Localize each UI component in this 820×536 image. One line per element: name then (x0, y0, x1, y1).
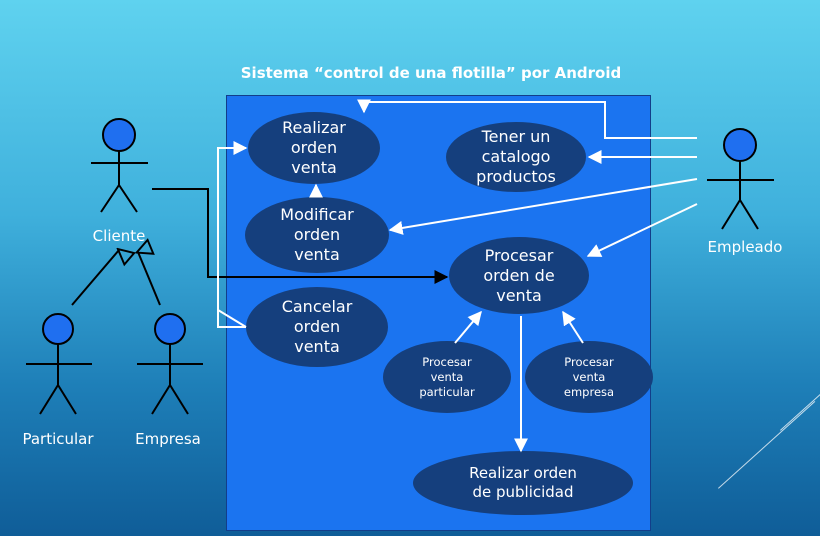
use-case-procesar-venta-particular[interactable]: Procesar venta particular (383, 341, 511, 413)
use-case-tener-catalogo[interactable]: Tener un catalogo productos (446, 122, 586, 192)
actor-label-cliente: Cliente (92, 227, 146, 245)
actor-head-icon (102, 118, 136, 152)
use-case-modificar-orden-venta[interactable]: Modificar orden venta (245, 197, 389, 273)
decorative-line (718, 401, 816, 489)
actor-head-icon (723, 128, 757, 162)
actor-head-icon (42, 313, 74, 345)
generalization-particular-cliente (71, 250, 119, 306)
actor-empresa-figure[interactable] (137, 313, 203, 415)
actor-cliente-figure[interactable] (91, 118, 148, 213)
use-case-realizar-orden-venta[interactable]: Realizar orden venta (248, 112, 380, 184)
generalization-empresa-cliente (138, 252, 161, 306)
actor-label-particular: Particular (22, 430, 94, 448)
actor-particular-figure[interactable] (26, 313, 92, 415)
actor-empleado-figure[interactable] (707, 128, 774, 230)
actor-label-empresa: Empresa (135, 430, 201, 448)
use-case-cancelar-orden-venta[interactable]: Cancelar orden venta (246, 287, 388, 367)
decorative-line (780, 376, 820, 431)
use-case-procesar-venta-empresa[interactable]: Procesar venta empresa (525, 341, 653, 413)
use-case-realizar-orden-publicidad[interactable]: Realizar orden de publicidad (413, 451, 633, 515)
actor-label-empleado: Empleado (707, 238, 783, 256)
actor-head-icon (154, 313, 186, 345)
system-title: Sistema “control de una flotilla” por An… (240, 64, 622, 82)
use-case-procesar-orden-venta[interactable]: Procesar orden de venta (449, 237, 589, 314)
